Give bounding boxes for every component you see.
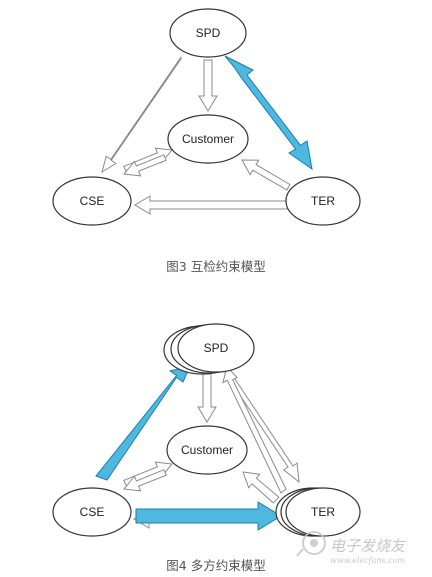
arrow-ter-to-spd-4 xyxy=(222,366,287,494)
node-customer-label-4: Customer xyxy=(181,443,233,457)
node-cse-label: CSE xyxy=(80,194,105,208)
arrow-customer-to-cse xyxy=(123,154,167,177)
node-ter: TER xyxy=(285,176,361,226)
figure-3-caption: 图3 互检约束模型 xyxy=(166,259,265,274)
arrow-spd-to-customer xyxy=(198,59,218,112)
node-cse-label-4: CSE xyxy=(80,505,105,519)
arrow-ter-to-customer xyxy=(241,159,291,191)
arrow-ter-to-customer-4 xyxy=(242,471,280,504)
node-spd: SPD xyxy=(169,8,247,58)
node-ter-stack: TER xyxy=(275,487,361,537)
node-spd-label: SPD xyxy=(196,26,221,40)
node-ter-label-4: TER xyxy=(311,505,335,519)
node-cse-shape xyxy=(52,176,132,226)
watermark: 电子发烧友 www.elecfans.com xyxy=(296,531,407,565)
node-customer-4: Customer xyxy=(166,425,248,475)
node-ter-label: TER xyxy=(311,194,335,208)
node-spd-shape xyxy=(169,8,247,58)
node-customer: Customer xyxy=(167,114,249,164)
node-spd-shape-4 xyxy=(177,323,255,373)
node-spd-stack: SPD xyxy=(163,323,255,375)
node-customer-shape-4 xyxy=(166,425,248,475)
node-cse-4: CSE xyxy=(52,487,132,537)
highlight-arrow-spd-ter xyxy=(224,55,313,171)
watermark-text: 电子发烧友 xyxy=(330,537,407,555)
highlight-arrow-cse-to-ter xyxy=(135,501,282,531)
figure-4: SPD Customer CSE TER 图4 多方约束模型 xyxy=(52,323,361,573)
node-customer-label: Customer xyxy=(182,132,234,146)
arrow-customer-to-cse-4 xyxy=(123,469,167,492)
figure-4-caption: 图4 多方约束模型 xyxy=(166,558,265,573)
arrow-spd-to-customer-4 xyxy=(197,373,217,423)
arrow-spd-to-ter-4 xyxy=(224,370,300,484)
arrow-spd-to-cse xyxy=(101,56,182,174)
arrow-ter-to-cse xyxy=(134,195,291,215)
watermark-url: www.elecfans.com xyxy=(330,556,405,565)
node-customer-shape xyxy=(167,114,249,164)
watermark-logo-icon xyxy=(296,531,326,557)
node-cse: CSE xyxy=(52,176,132,226)
node-ter-shape xyxy=(285,176,361,226)
node-spd-label-4: SPD xyxy=(204,341,229,355)
node-cse-shape-4 xyxy=(52,487,132,537)
figure-3: SPD Customer CSE TER 图3 互检约束模型 xyxy=(52,8,361,274)
highlight-arrow-cse-to-spd xyxy=(95,365,191,481)
